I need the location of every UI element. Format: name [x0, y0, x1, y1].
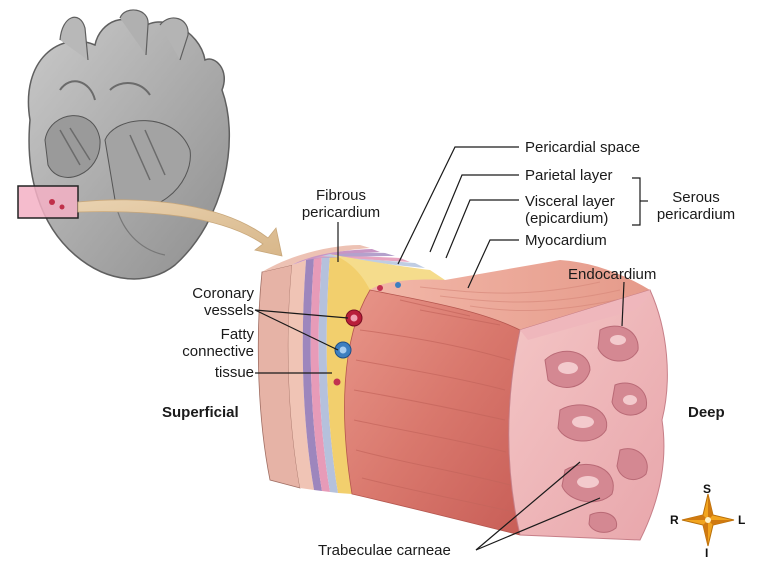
label-endocardium: Endocardium — [568, 266, 656, 283]
compass-rose-icon — [682, 494, 734, 546]
label-epicardium: (epicardium) — [525, 210, 608, 227]
label-serous-pericardium: pericardium — [648, 206, 744, 223]
label-fibrous: Fibrous — [296, 187, 386, 204]
label-coronary: Coronary — [160, 285, 254, 302]
label-superficial: Superficial — [162, 404, 239, 421]
label-fatty: Fatty — [160, 326, 254, 343]
compass-left: L — [738, 513, 745, 527]
label-deep: Deep — [688, 404, 725, 421]
label-connective: connective — [160, 343, 254, 360]
label-tissue: tissue — [160, 364, 254, 381]
label-myocardium: Myocardium — [525, 232, 607, 249]
compass-right: R — [670, 513, 679, 527]
label-visceral-layer: Visceral layer — [525, 193, 615, 210]
label-coronary-vessels: vessels — [160, 302, 254, 319]
label-fibrous-pericardium: pericardium — [296, 204, 386, 221]
compass-superior: S — [703, 482, 711, 496]
compass-inferior: I — [705, 546, 708, 560]
label-parietal-layer: Parietal layer — [525, 167, 613, 184]
label-trabeculae-carneae: Trabeculae carneae — [318, 542, 451, 559]
tissue-block — [258, 245, 667, 540]
label-serous: Serous — [648, 189, 744, 206]
heart-illustration — [18, 10, 229, 279]
label-pericardial-space: Pericardial space — [525, 139, 640, 156]
